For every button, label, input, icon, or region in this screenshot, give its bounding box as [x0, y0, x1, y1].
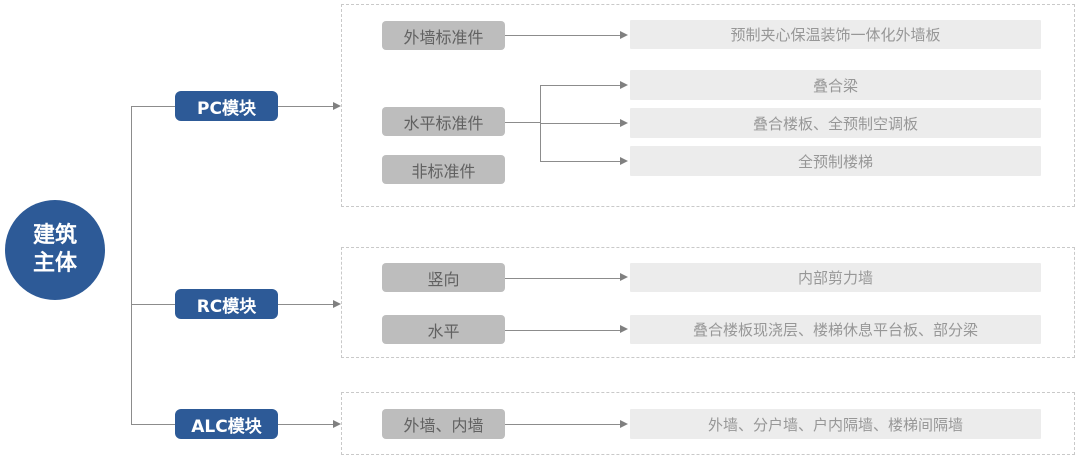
arrow-right-icon — [333, 101, 341, 110]
part-node-horizontal-standard: 水平标准件 — [382, 107, 505, 136]
part-node-horizontal: 水平 — [382, 315, 505, 344]
connector — [505, 35, 620, 36]
result-node-cast-in-place-layers: 叠合楼板现浇层、楼梯休息平台板、部分梁 — [630, 315, 1041, 344]
connector — [278, 304, 333, 305]
connector — [505, 277, 620, 279]
part-node-vertical: 竖向 — [382, 263, 505, 292]
arrow-right-icon — [620, 156, 628, 165]
result-node-internal-shear-wall: 内部剪力墙 — [630, 263, 1041, 292]
module-node-pc: PC模块 — [175, 91, 278, 121]
arrow-right-icon — [620, 118, 628, 127]
root-label-line2: 主体 — [32, 251, 77, 276]
connector — [505, 424, 620, 425]
branch-connector-rc — [131, 304, 175, 305]
part-node-exterior-interior-wall: 外墙、内墙 — [382, 409, 505, 439]
arrow-right-icon — [620, 30, 628, 39]
group-box-pc — [341, 4, 1075, 207]
root-label-line1: 建筑 — [32, 223, 77, 248]
result-node-composite-floor-ac-panel: 叠合楼板、全预制空调板 — [630, 108, 1041, 138]
group-box-rc — [341, 247, 1075, 358]
arrow-right-icon — [620, 325, 628, 333]
connector — [540, 161, 620, 162]
connector — [505, 121, 540, 123]
branch-connector-alc — [131, 424, 175, 425]
result-node-composite-beam: 叠合梁 — [630, 70, 1041, 100]
group-box-alc — [341, 392, 1075, 455]
part-node-nonstandard: 非标准件 — [382, 155, 505, 184]
branch-connector-pc — [131, 106, 175, 107]
arrow-right-icon — [620, 80, 628, 89]
module-node-alc: ALC模块 — [175, 409, 278, 439]
module-node-rc: RC模块 — [175, 289, 278, 319]
connector — [278, 424, 333, 425]
arrow-right-icon — [333, 419, 341, 428]
arrow-right-icon — [333, 299, 341, 308]
root-node-building-body: 建筑 主体 — [5, 200, 105, 300]
result-node-precast-sandwich-wall-panel: 预制夹心保温装饰一体化外墙板 — [630, 20, 1041, 49]
result-node-precast-stairs: 全预制楼梯 — [630, 146, 1041, 176]
arrow-right-icon — [620, 419, 628, 428]
result-node-wall-partitions: 外墙、分户墙、户内隔墙、楼梯间隔墙 — [630, 409, 1041, 439]
connector — [540, 85, 620, 86]
part-node-exterior-wall-standard: 外墙标准件 — [382, 21, 505, 50]
connector — [505, 329, 620, 331]
connector — [540, 123, 620, 124]
trunk-connector — [131, 106, 132, 424]
connector — [278, 106, 333, 107]
arrow-right-icon — [620, 273, 628, 281]
